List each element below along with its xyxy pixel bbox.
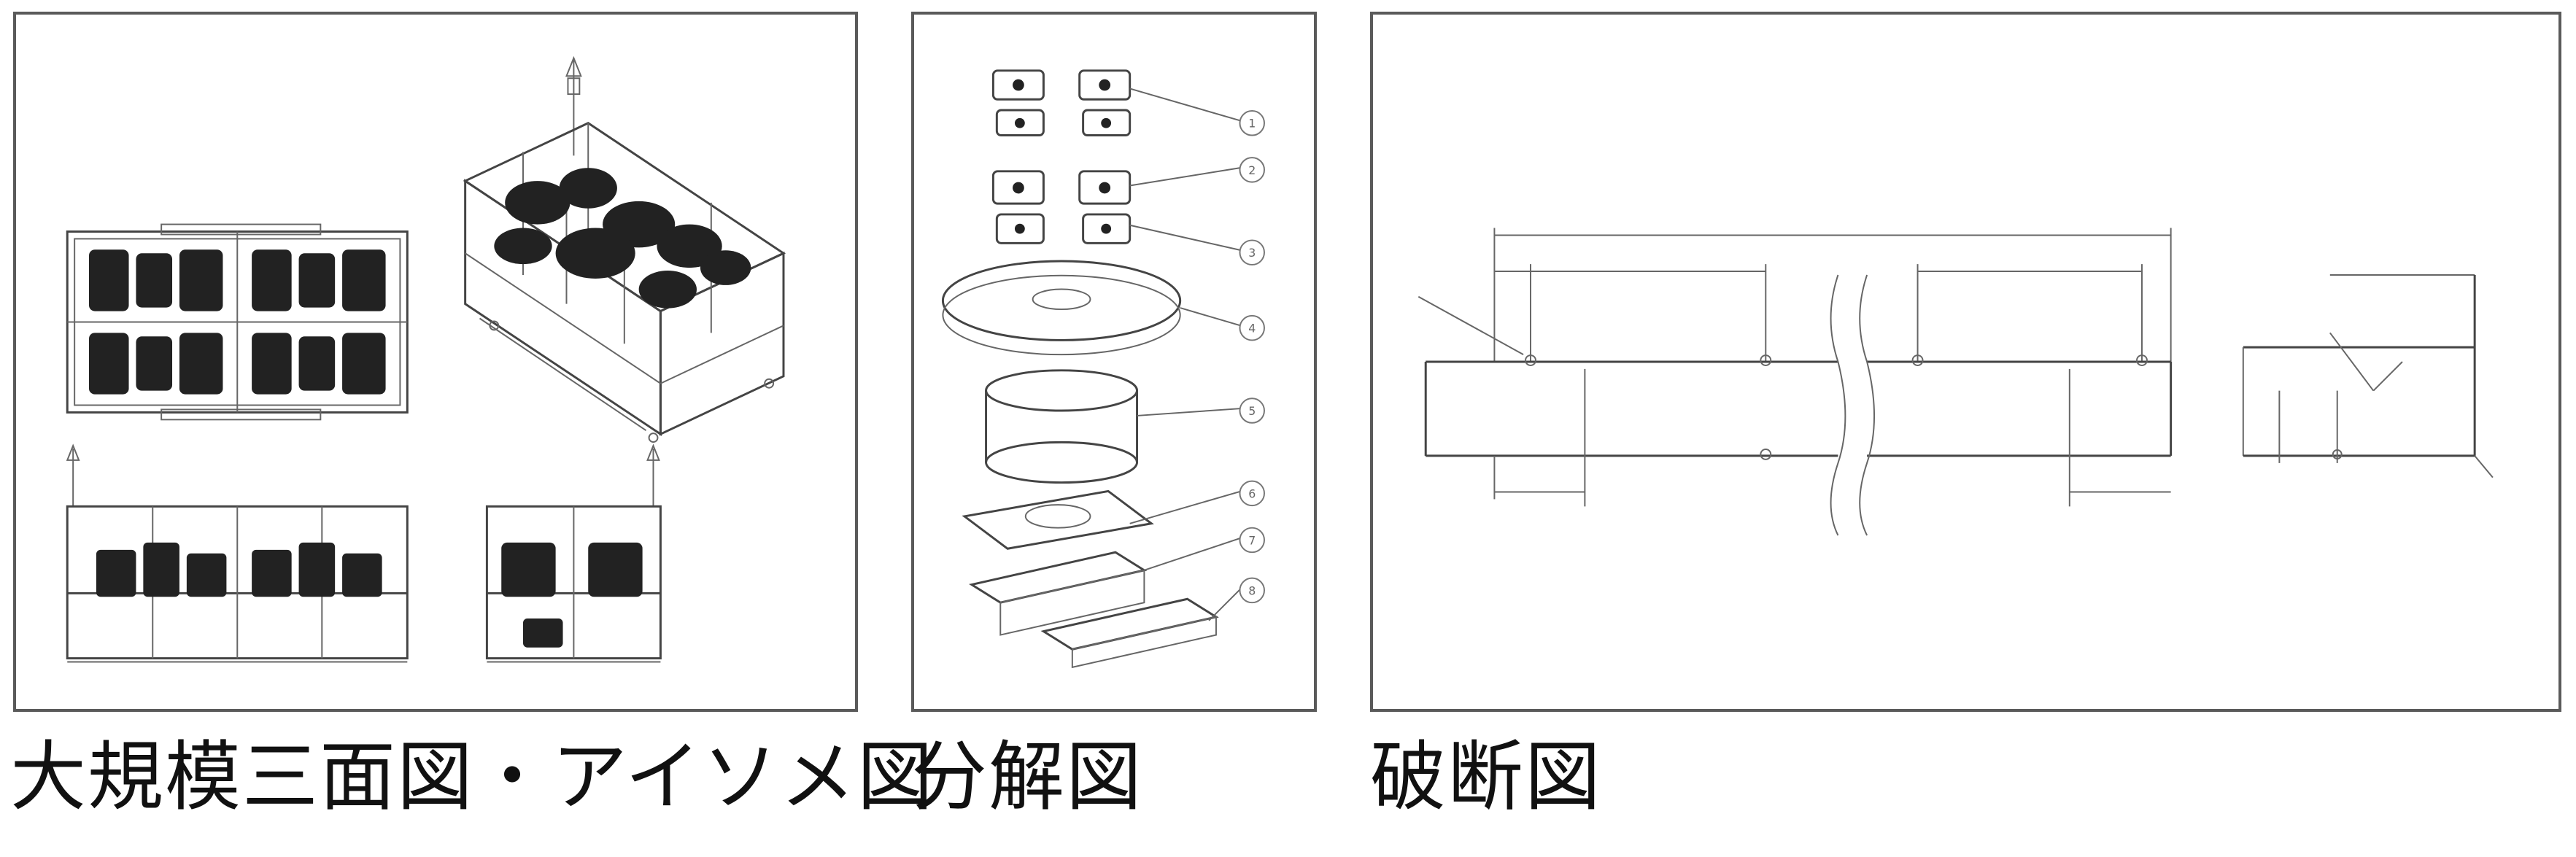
callout-7-label: 7	[1248, 533, 1256, 547]
front-view	[66, 443, 409, 663]
caption-break-view: 破断図	[1370, 732, 1603, 821]
callout-1: 1	[1239, 110, 1265, 136]
turntable-disc	[941, 260, 1182, 356]
exploded-view-panel: 1 2 3 4 5 6 7 8	[911, 12, 1317, 712]
caption-exploded-view: 分解図	[911, 732, 1144, 821]
callout-7: 7	[1239, 527, 1265, 554]
rail-brackets	[969, 551, 1219, 669]
break-view-panel	[1370, 12, 2561, 712]
break-view-drawing	[1417, 228, 2494, 536]
callout-5-label: 5	[1248, 404, 1256, 418]
callout-leaders	[1129, 88, 1242, 621]
exploded-view-drawing: 1 2 3 4 5 6 7 8	[941, 69, 1265, 669]
three-view-isometric-panel	[13, 12, 858, 712]
top-view	[66, 223, 409, 421]
sub-dimensions	[1425, 264, 2143, 456]
callout-3: 3	[1239, 239, 1265, 265]
base-plate	[962, 489, 1154, 550]
callout-4-label: 4	[1248, 322, 1256, 336]
overall-dimension	[1493, 228, 2172, 362]
bottom-dimensions	[1493, 455, 2171, 500]
clamp-parts-upper	[991, 69, 1132, 137]
callout-2: 2	[1239, 157, 1265, 183]
callout-8: 8	[1239, 577, 1265, 604]
callout-5: 5	[1239, 398, 1265, 424]
callout-4: 4	[1239, 314, 1265, 341]
three-view-isometric-drawing	[66, 55, 786, 663]
isometric-view	[463, 55, 786, 443]
callout-1-label: 1	[1248, 117, 1256, 131]
callout-6-label: 6	[1248, 486, 1256, 500]
callout-8-label: 8	[1248, 583, 1256, 597]
break-marks	[1830, 274, 1876, 536]
clamp-parts-lower	[991, 170, 1132, 244]
broken-bar	[1424, 360, 2173, 507]
callout-6: 6	[1239, 480, 1265, 507]
callout-3-label: 3	[1248, 246, 1256, 260]
cylinder-housing	[985, 369, 1139, 484]
hole-markers	[1417, 295, 2148, 460]
section-view	[2242, 274, 2494, 478]
side-view	[485, 443, 662, 663]
caption-three-view-isometric: 大規模三面図・アイソメ図	[10, 732, 935, 821]
callout-2-label: 2	[1248, 163, 1256, 177]
